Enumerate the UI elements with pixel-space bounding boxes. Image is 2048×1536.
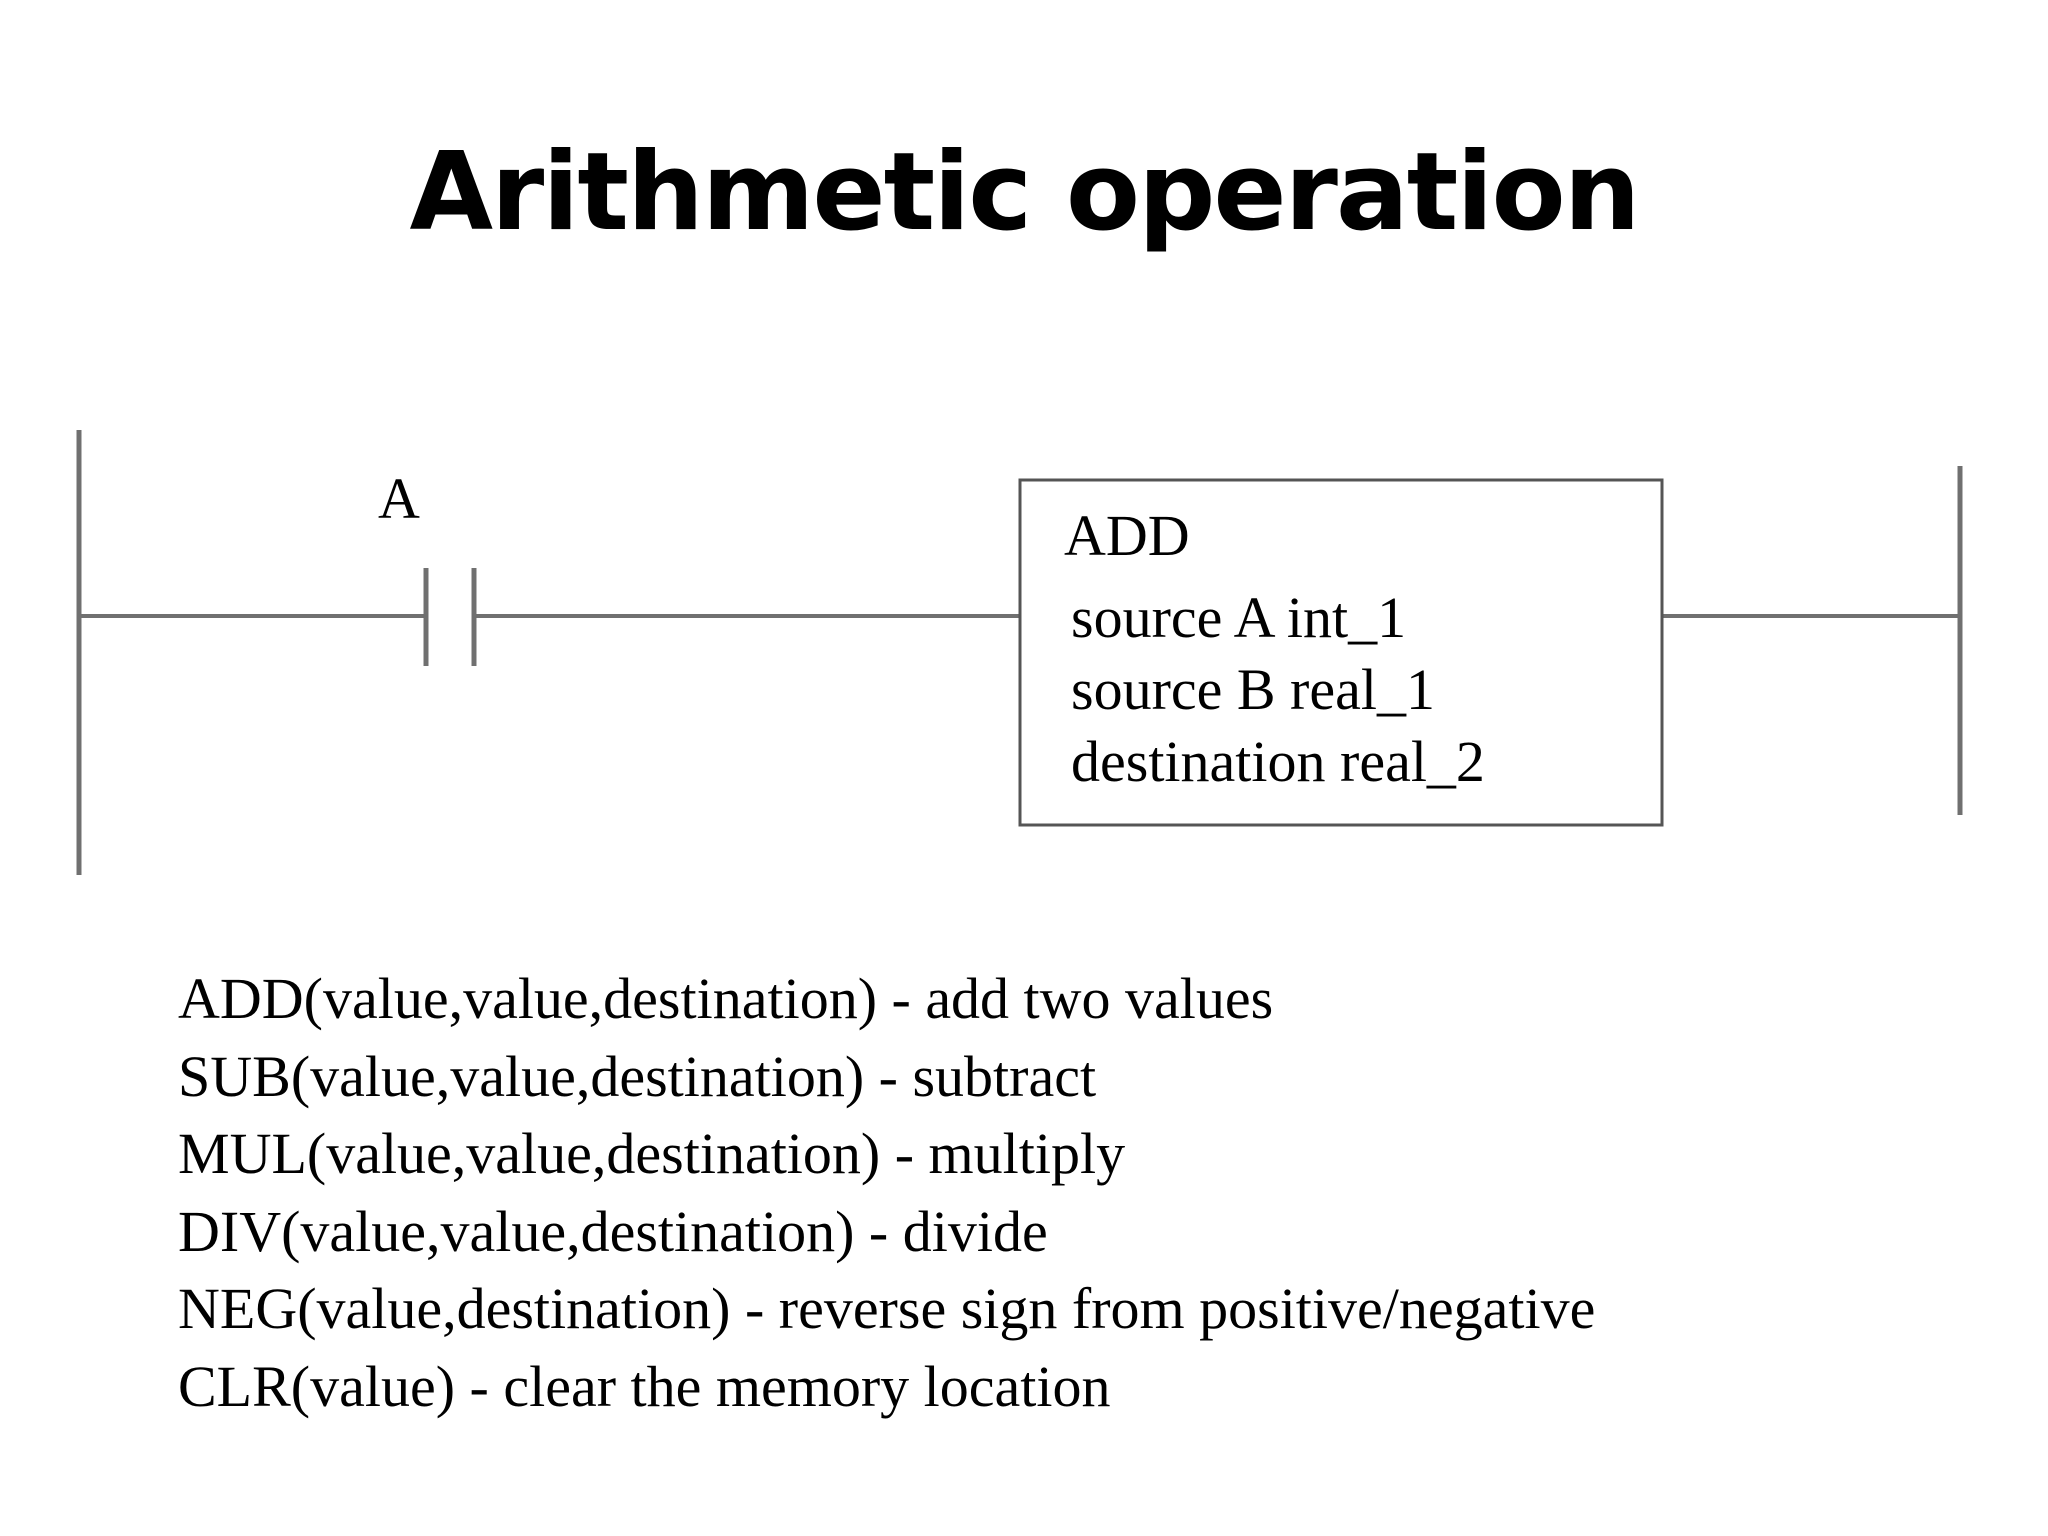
instruction-div: DIV(value,value,destination) - divide [178,1198,1048,1264]
instruction-mul: MUL(value,value,destination) - multiply [178,1121,1126,1186]
block-line-source-b: source B real_1 [1071,657,1435,722]
slide-title: Arithmetic operation [409,130,1640,255]
instruction-clr: CLR(value) - clear the memory location [178,1353,1111,1419]
instruction-add: ADD(value,value,destination) - add two v… [178,966,1274,1031]
instruction-list: ADD(value,value,destination) - add two v… [178,960,1595,1425]
add-function-block [1018,478,1664,827]
block-line-destination: destination real_2 [1071,729,1485,794]
contact-label: A [378,466,420,531]
instruction-neg: NEG(value,destination) - reverse sign fr… [178,1276,1596,1341]
instruction-sub: SUB(value,value,destination) - subtract [178,1043,1097,1109]
block-line-source-a: source A int_1 [1071,585,1406,650]
block-name: ADD [1064,503,1190,568]
